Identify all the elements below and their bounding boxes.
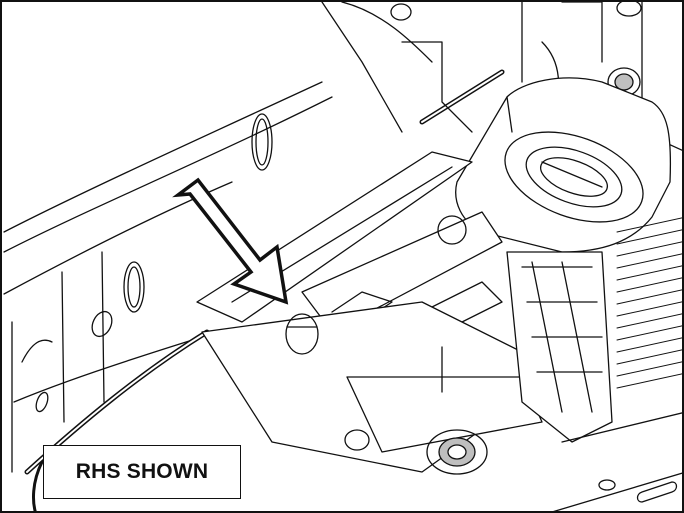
arrow-down-right-icon <box>172 177 289 305</box>
left-panel <box>3 81 333 473</box>
slot-oval-2 <box>251 113 273 171</box>
bolt-lower <box>426 429 488 475</box>
clip-square <box>344 429 370 451</box>
lower-plate <box>201 301 563 475</box>
base-plate <box>553 412 682 511</box>
right-bracket <box>506 251 613 443</box>
bolt-top-2 <box>616 2 642 17</box>
slot-oval-1 <box>123 261 145 313</box>
right-grille <box>616 217 682 389</box>
bolt-center <box>437 215 467 245</box>
rhs-shown-label-box: RHS SHOWN <box>43 445 241 499</box>
rhs-shown-label: RHS SHOWN <box>75 460 209 483</box>
bolt-top-1 <box>390 3 412 21</box>
nut-left <box>285 313 319 355</box>
upper-bracket <box>321 2 682 151</box>
